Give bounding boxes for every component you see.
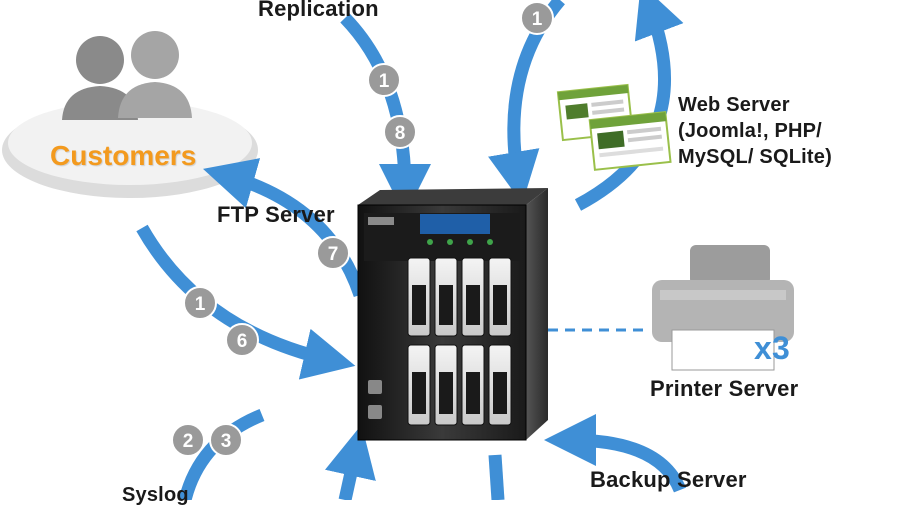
badge-top-right: 1 <box>520 1 554 35</box>
svg-text:2: 2 <box>183 431 194 452</box>
svg-text:7: 7 <box>328 244 339 265</box>
svg-text:1: 1 <box>532 9 543 30</box>
web-server-label: Web Server (Joomla!, PHP/ MySQL/ SQLite) <box>678 92 832 170</box>
badge-replication-lower: 8 <box>383 115 417 149</box>
nas-server-icon <box>357 188 548 441</box>
replication-arrow <box>340 13 431 216</box>
svg-text:1: 1 <box>379 71 390 92</box>
ftp-arrow <box>202 158 367 298</box>
backup-server-arrow <box>544 414 687 493</box>
badge-left-upper: 1 <box>183 286 217 320</box>
ftp-server-label: FTP Server <box>217 202 335 227</box>
web-server-line-2: (Joomla!, PHP/ <box>678 120 822 142</box>
badge-ftp: 7 <box>316 236 350 270</box>
badge-replication-upper: 1 <box>367 63 401 97</box>
bottom-center-arrow <box>325 424 376 500</box>
website-screenshots-icon <box>556 83 672 171</box>
customers-label: Customers <box>50 140 197 171</box>
customers-icon <box>2 31 258 198</box>
bottom-right-arrow <box>488 454 505 500</box>
svg-text:1: 1 <box>195 294 206 315</box>
badge-left-lower: 6 <box>225 323 259 357</box>
customers-to-nas-arrow <box>136 224 356 380</box>
printer-icon <box>652 245 794 371</box>
svg-text:3: 3 <box>221 431 232 452</box>
backup-server-label: Backup Server <box>590 467 747 492</box>
web-server-line-1: Web Server <box>678 94 790 116</box>
replication-label: Replication <box>258 0 379 21</box>
web-server-line-3: MySQL/ SQLite) <box>678 146 832 168</box>
badge-syslog-left: 2 <box>171 423 205 457</box>
printer-server-label: Printer Server <box>650 376 799 401</box>
badge-syslog-right: 3 <box>209 423 243 457</box>
printer-count-label: x3 <box>754 330 790 366</box>
syslog-label: Syslog <box>122 484 189 506</box>
svg-text:6: 6 <box>237 331 248 352</box>
svg-text:8: 8 <box>395 123 406 144</box>
